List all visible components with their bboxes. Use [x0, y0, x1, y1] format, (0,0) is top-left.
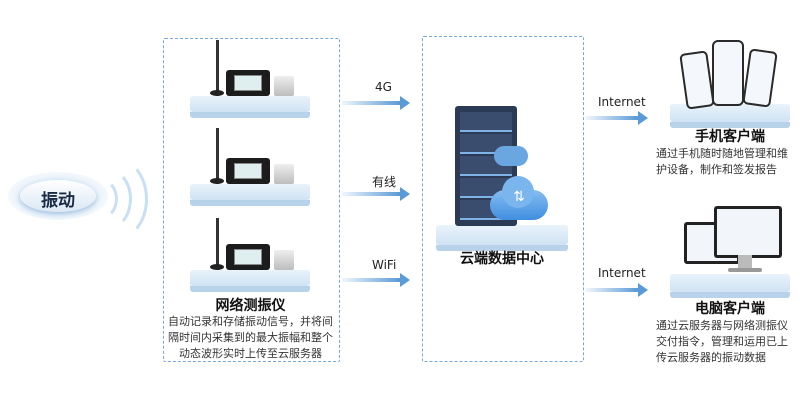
- link-label-wired: 有线: [372, 175, 397, 189]
- mobile-platform: [670, 104, 790, 128]
- vibrometer-device: [226, 158, 270, 184]
- device-screen: [234, 163, 262, 179]
- phone-icon: [679, 50, 715, 110]
- internet-arrow-pc: [586, 288, 638, 292]
- device-row-1: [190, 40, 310, 118]
- cloud-center-title: 云端数据中心: [460, 251, 544, 267]
- description-line: 自动记录和存储振动信号，并将间: [168, 315, 333, 328]
- description-line: 护设备，制作和签发报告: [656, 163, 777, 176]
- cloud-icon-large: ⇅: [490, 176, 548, 220]
- vibration-source: 振动: [8, 158, 148, 240]
- cloud-icon-small: [494, 146, 528, 166]
- internet-label-mobile: Internet: [598, 95, 646, 109]
- device-platform: [190, 184, 310, 206]
- link-arrowhead-wired: [400, 187, 410, 201]
- device-screen: [234, 75, 262, 91]
- device-row-2: [190, 128, 310, 206]
- antenna-icon: [216, 40, 219, 96]
- device-group-box: [163, 38, 340, 362]
- vibrometer-device: [226, 70, 270, 96]
- mobile-client-description: 通过手机随时随地管理和维 护设备，制作和签发报告: [656, 146, 796, 178]
- device-group-description: 自动记录和存储振动信号，并将间 隔时间内采集到的最大振幅和整个 动态波形实时上传…: [163, 314, 338, 362]
- description-line: 隔时间内采集到的最大振幅和整个: [168, 331, 333, 344]
- link-arrowhead-4g: [400, 96, 410, 110]
- antenna-icon: [216, 128, 219, 184]
- cloud-center-box: [422, 36, 584, 362]
- mobile-client-title: 手机客户端: [695, 129, 765, 145]
- monitor-stand: [738, 255, 752, 269]
- cloud-icon-bump: [502, 176, 534, 208]
- description-line: 传云服务器的振动数据: [656, 351, 766, 364]
- link-arrow-wired: [342, 192, 400, 196]
- link-label-4g: 4G: [375, 80, 392, 94]
- link-arrow-4g: [342, 101, 400, 105]
- device-group-title: 网络测振仪: [215, 298, 286, 314]
- sensor-box: [274, 250, 294, 270]
- antenna-base: [210, 264, 224, 270]
- link-arrow-wifi: [342, 278, 400, 282]
- wave-ring-3: [86, 158, 148, 240]
- internet-label-pc: Internet: [598, 266, 646, 280]
- monitor-icon: [714, 206, 782, 258]
- cloud-platform: [436, 225, 568, 251]
- phone-icon: [742, 48, 778, 108]
- phone-icon: [712, 40, 744, 106]
- pc-platform: [670, 274, 790, 298]
- description-line: 通过手机随时随地管理和维: [656, 147, 788, 160]
- antenna-base: [210, 90, 224, 96]
- antenna-base: [210, 178, 224, 184]
- device-screen: [234, 249, 262, 265]
- vibrometer-device: [226, 244, 270, 270]
- device-platform: [190, 96, 310, 118]
- internet-arrowhead-pc: [638, 283, 648, 297]
- internet-arrow-mobile: [586, 116, 638, 120]
- sync-arrows-icon: ⇅: [513, 189, 525, 205]
- antenna-icon: [216, 218, 219, 270]
- device-row-3: [190, 214, 310, 292]
- link-arrowhead-wifi: [400, 273, 410, 287]
- description-line: 交付指令，管理和运用已上: [656, 335, 788, 348]
- description-line: 动态波形实时上传至云服务器: [179, 347, 322, 360]
- device-platform: [190, 270, 310, 292]
- sensor-box: [274, 76, 294, 96]
- pc-client-title: 电脑客户端: [695, 301, 765, 317]
- monitor-stand: [728, 268, 762, 272]
- vibration-label: 振动: [41, 191, 75, 211]
- pc-client-description: 通过云服务器与网络测振仪 交付指令，管理和运用已上 传云服务器的振动数据: [656, 318, 796, 366]
- server-unit: [460, 112, 512, 132]
- internet-arrowhead-mobile: [638, 111, 648, 125]
- link-label-wifi: WiFi: [372, 258, 397, 272]
- sensor-box: [274, 164, 294, 184]
- description-line: 通过云服务器与网络测振仪: [656, 319, 788, 332]
